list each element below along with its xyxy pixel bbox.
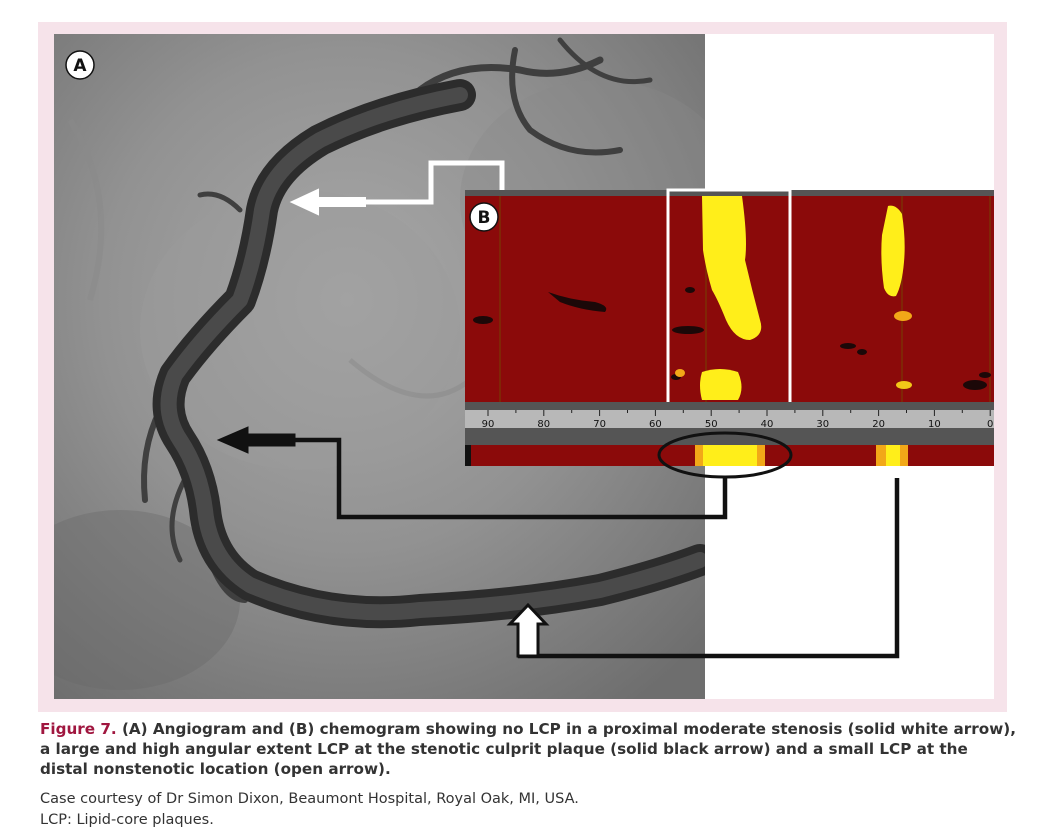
caption-abbreviation: LCP: Lipid-core plaques.: [40, 812, 214, 828]
scale-tick-label: 0: [987, 419, 993, 430]
svg-text:A: A: [73, 56, 87, 76]
figure-caption: Figure 7. (A) Angiogram and (B) chemogra…: [40, 719, 1020, 779]
chemogram-noise: [473, 287, 991, 390]
scale-tick-label: 20: [872, 419, 885, 430]
scale-tick-label: 70: [593, 419, 606, 430]
annotation-arrows: [216, 160, 900, 659]
scale-tick-label: 30: [816, 419, 829, 430]
panel-a-label: A: [65, 50, 95, 80]
figure-7: A: [54, 34, 994, 699]
panel-b-label: B: [469, 202, 499, 232]
scale-tick-label: 10: [928, 419, 941, 430]
scale-tick-label: 80: [537, 419, 550, 430]
svg-text:B: B: [478, 208, 491, 228]
solid-white-arrow: [289, 188, 366, 216]
scale-tick-label: 60: [649, 419, 662, 430]
coronary-artery-lumen: [160, 87, 705, 621]
black-connector: [290, 437, 728, 520]
caption-credit: Case courtesy of Dr Simon Dixon, Beaumon…: [40, 791, 579, 807]
scale-tick-marks: [487, 410, 991, 416]
figure-number: Figure 7.: [40, 720, 117, 738]
large-lcp-region: [675, 196, 762, 400]
scale-tick-label: 40: [761, 419, 774, 430]
chemogram-panel: 90 80 70 60 50 40 30 20 10 0: [465, 188, 994, 479]
white-connector: [360, 160, 505, 205]
scale-tick-labels: 90 80 70 60 50 40 30 20 10 0: [482, 419, 994, 430]
scale-tick-label: 90: [482, 419, 495, 430]
solid-black-arrow: [216, 426, 296, 454]
caption-text: (A) Angiogram and (B) chemogram showing …: [40, 720, 1016, 778]
small-lcp-region: [881, 205, 912, 389]
open-arrow: [506, 602, 550, 658]
scale-tick-label: 50: [705, 419, 718, 430]
